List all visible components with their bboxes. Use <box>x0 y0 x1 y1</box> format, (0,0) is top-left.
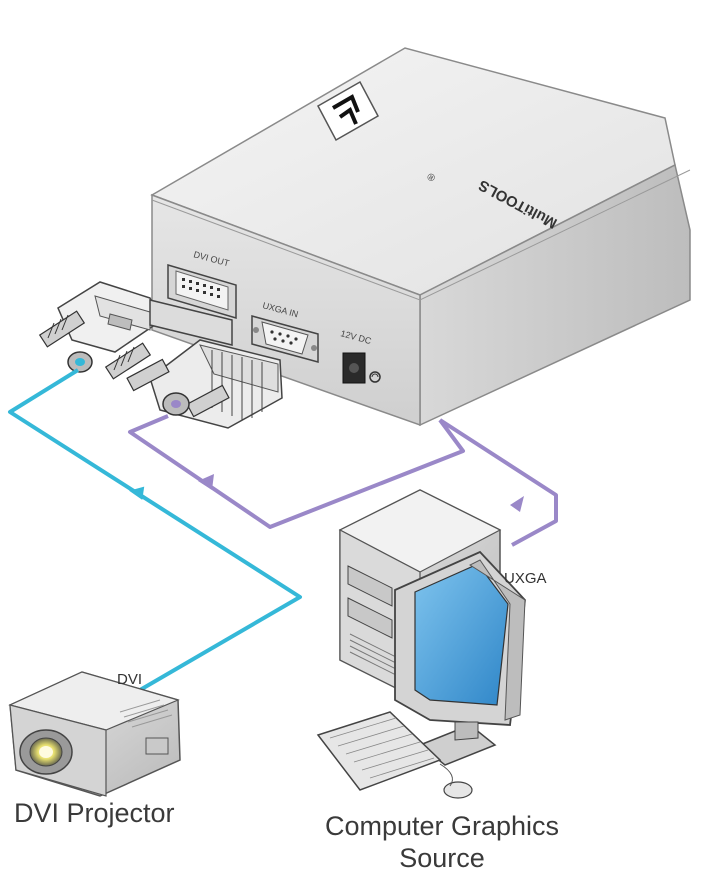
multitools-device: MultiTOOLS ® DVI OUT UXGA IN 12V DC <box>150 47 691 427</box>
dvi-cable-label: DVI <box>117 671 143 688</box>
dvi-projector <box>8 671 181 797</box>
uxga-in-port[interactable] <box>251 315 319 363</box>
uxga-cable <box>128 414 558 547</box>
projector-caption: DVI Projector <box>14 798 175 828</box>
kramer-logo <box>316 80 380 142</box>
power-port[interactable] <box>342 352 381 384</box>
dvi-out-port[interactable] <box>167 263 237 320</box>
dvi-cable <box>8 368 302 692</box>
dvi-plug <box>38 281 233 380</box>
uxga-signal-arrow-1 <box>198 474 214 490</box>
computer-graphics-source <box>316 489 526 799</box>
computer-caption-line1: Computer Graphics <box>324 811 560 841</box>
uxga-cable-label: UXGA <box>504 570 547 587</box>
computer-caption-line2: Source <box>399 843 485 873</box>
vga-plug <box>126 339 283 429</box>
dvi-signal-arrow <box>129 486 145 500</box>
pc-keyboard <box>316 711 442 791</box>
pc-monitor-screen <box>414 563 509 706</box>
uxga-signal-arrow-2 <box>510 496 524 512</box>
